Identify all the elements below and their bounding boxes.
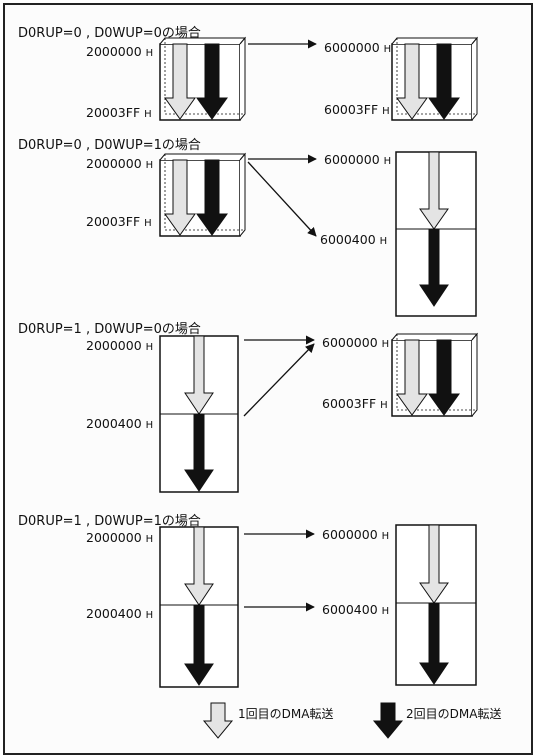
section-3-src-start-value: 2000000 bbox=[86, 338, 142, 353]
section-4-dst-a-value: 6000000 bbox=[322, 527, 378, 542]
section-1-src-start-value: 2000000 bbox=[86, 44, 142, 59]
section-4-src-start-value: 2000000 bbox=[86, 530, 142, 545]
section-3-dst-a-value: 6000000 bbox=[322, 335, 378, 350]
hex-suffix: H bbox=[381, 339, 390, 350]
hex-suffix: H bbox=[379, 236, 388, 247]
hex-suffix: H bbox=[383, 156, 392, 167]
section-2-connector-b bbox=[247, 161, 317, 237]
hex-suffix: H bbox=[145, 534, 154, 545]
section-4-dst-second-arrow bbox=[419, 602, 449, 685]
hex-suffix: H bbox=[144, 109, 152, 120]
hex-suffix: H bbox=[381, 606, 390, 617]
section-3-dst-first-arrow bbox=[396, 339, 428, 416]
section-2-dst-second-arrow bbox=[419, 228, 449, 307]
hex-suffix: H bbox=[144, 218, 152, 229]
hex-suffix: H bbox=[383, 44, 392, 55]
legend-first-label: 1回目のDMA転送 bbox=[238, 707, 334, 721]
section-3-src-first-arrow bbox=[184, 335, 214, 415]
section-3-src-end-value: 2000400 bbox=[86, 416, 142, 431]
section-1-title: D0RUP=0 , D0WUP=0の場合 bbox=[18, 26, 201, 41]
section-3-src-second-arrow bbox=[184, 413, 214, 492]
section-2-dst-b-value: 6000400 bbox=[320, 232, 376, 247]
section-2-title: D0RUP=0 , D0WUP=1の場合 bbox=[18, 138, 201, 153]
section-3-dst-second-arrow bbox=[428, 339, 460, 416]
section-1-dst-b-value: 60003FF bbox=[324, 102, 379, 117]
section-4-src-second-arrow bbox=[184, 604, 214, 686]
section-4-src-end-value: 2000400 bbox=[86, 606, 142, 621]
section-3-dst-b-value: 60003FF bbox=[322, 396, 377, 411]
section-3-connector-b bbox=[243, 343, 315, 417]
section-2-dst-first-arrow bbox=[419, 151, 449, 230]
hex-suffix: H bbox=[145, 48, 154, 59]
section-1-src-first-arrow bbox=[164, 43, 196, 120]
section-2-src-start-value: 2000000 bbox=[86, 156, 142, 171]
section-2-dst-a-value: 6000000 bbox=[324, 152, 380, 167]
section-1-src-second-arrow bbox=[196, 43, 228, 120]
section-4-dst-first-arrow bbox=[419, 524, 449, 604]
section-3-title: D0RUP=1 , D0WUP=0の場合 bbox=[18, 322, 201, 337]
section-2-src-end-value: 20003FF bbox=[86, 214, 141, 229]
legend-second-label: 2回目のDMA転送 bbox=[406, 707, 502, 721]
section-1-dst-first-arrow bbox=[396, 43, 428, 120]
section-1-dst-second-arrow bbox=[428, 43, 460, 120]
hex-suffix: H bbox=[145, 160, 154, 171]
hex-suffix: H bbox=[380, 400, 388, 411]
section-4-src-first-arrow bbox=[184, 526, 214, 606]
hex-suffix: H bbox=[145, 610, 154, 621]
hex-suffix: H bbox=[382, 106, 390, 117]
hex-suffix: H bbox=[145, 342, 154, 353]
hex-suffix: H bbox=[381, 531, 390, 542]
legend-second-arrow-icon bbox=[372, 702, 404, 739]
section-1-src-end-value: 20003FF bbox=[86, 105, 141, 120]
section-4-title: D0RUP=1 , D0WUP=1の場合 bbox=[18, 514, 201, 529]
section-2-src-first-arrow bbox=[164, 159, 196, 236]
hex-suffix: H bbox=[145, 420, 154, 431]
section-2-src-second-arrow bbox=[196, 159, 228, 236]
section-2-source-box bbox=[159, 152, 247, 237]
section-4-dst-b-value: 6000400 bbox=[322, 602, 378, 617]
legend-first-arrow-icon bbox=[202, 702, 234, 739]
section-1-dst-a-value: 6000000 bbox=[324, 40, 380, 55]
